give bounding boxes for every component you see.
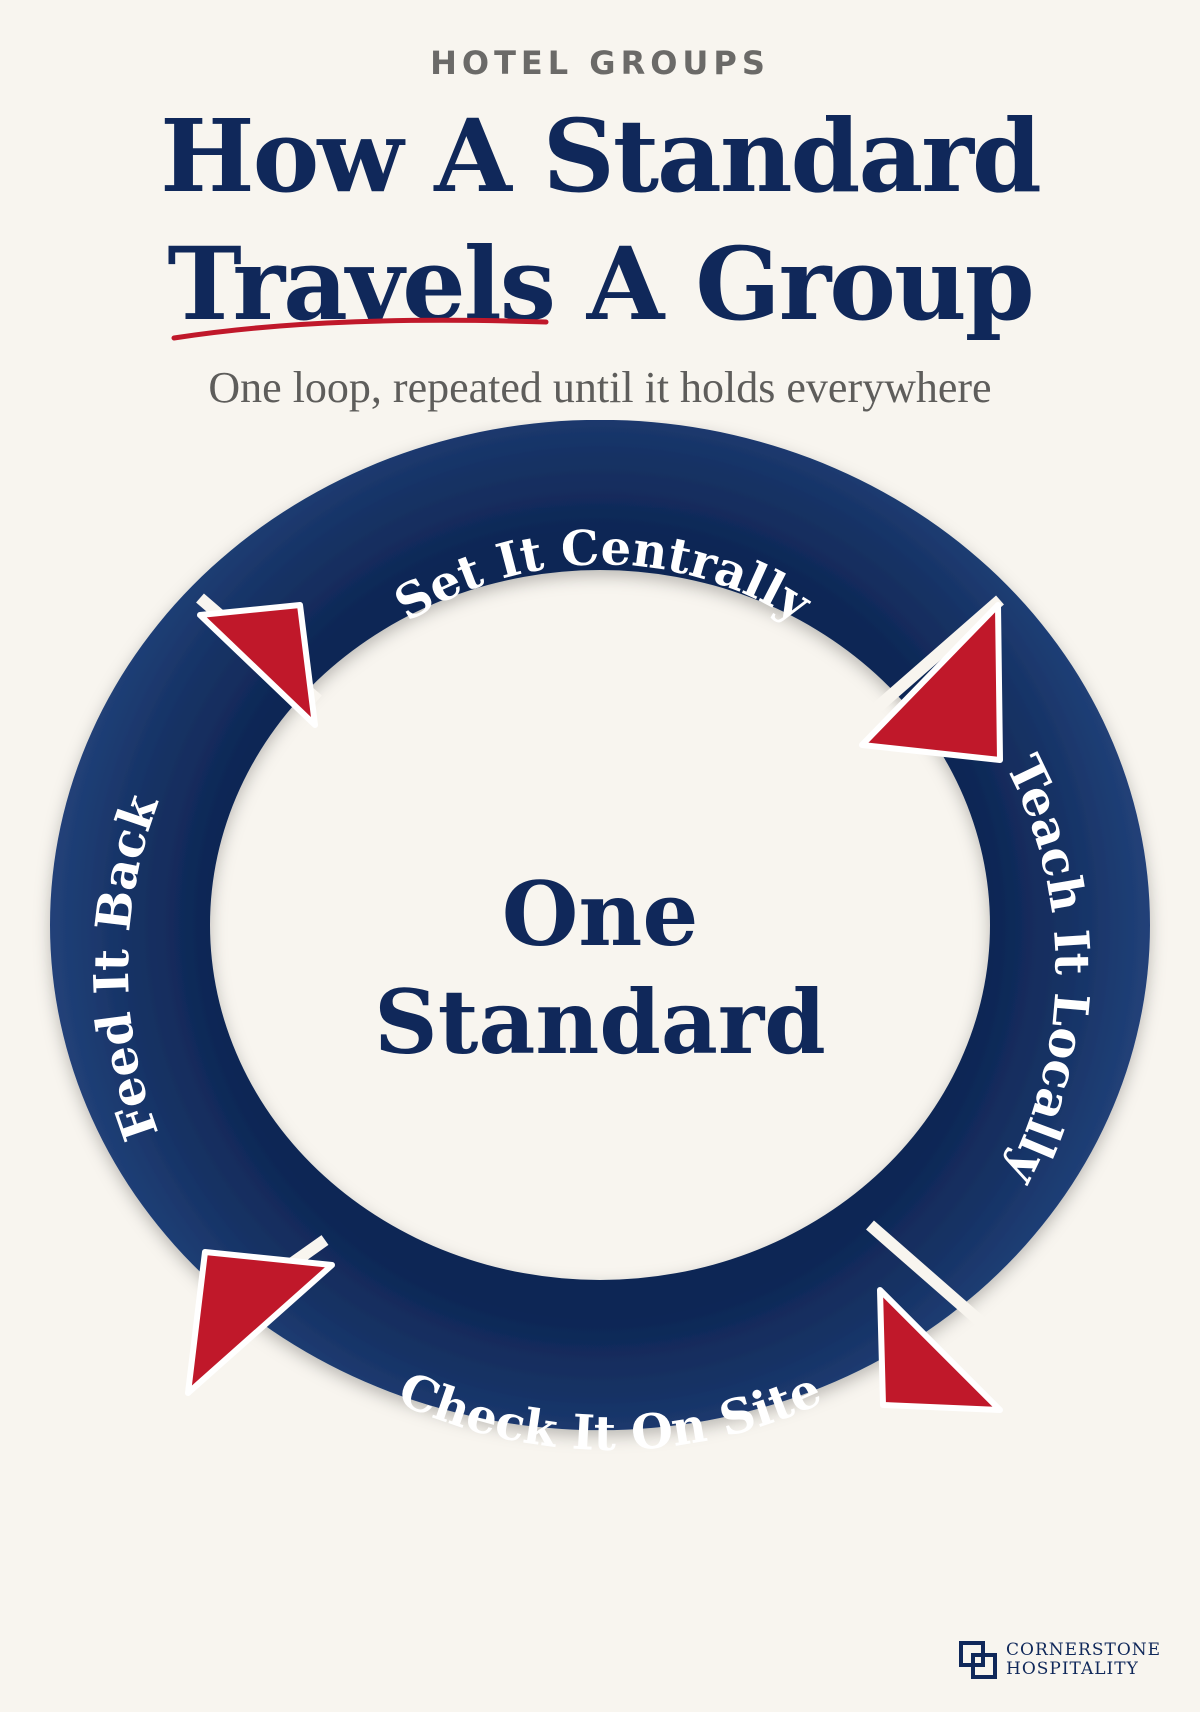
brand-line-2: HOSPITALITY [1006,1659,1139,1679]
arrowhead-set-to-teach [859,602,1003,763]
brand-logo: CORNERSTONE HOSPITALITY [958,1640,1161,1680]
brand-line-1: CORNERSTONE [1006,1640,1162,1660]
eyebrow: HOTEL GROUPS [430,44,770,82]
arrowhead-check-to-feed [185,1249,335,1396]
title-line-1: How A Standard [160,97,1042,215]
subtitle: One loop, repeated until it holds everyw… [208,363,992,412]
arrowhead-teach-to-check [877,1287,1003,1413]
center-line-2: Standard [374,970,826,1074]
center-line-1: One [501,862,699,966]
center-label: One Standard [300,860,900,1076]
page-title: How A Standard Travels A Group [0,92,1200,348]
cycle-diagram: Set It Centrally Teach It Locally Check … [50,420,1150,1462]
title-underline [171,317,549,341]
arrowhead-feed-to-set [197,602,318,728]
interlocking-squares-icon [959,1641,997,1679]
brand-name: CORNERSTONE HOSPITALITY [1006,1641,1161,1679]
